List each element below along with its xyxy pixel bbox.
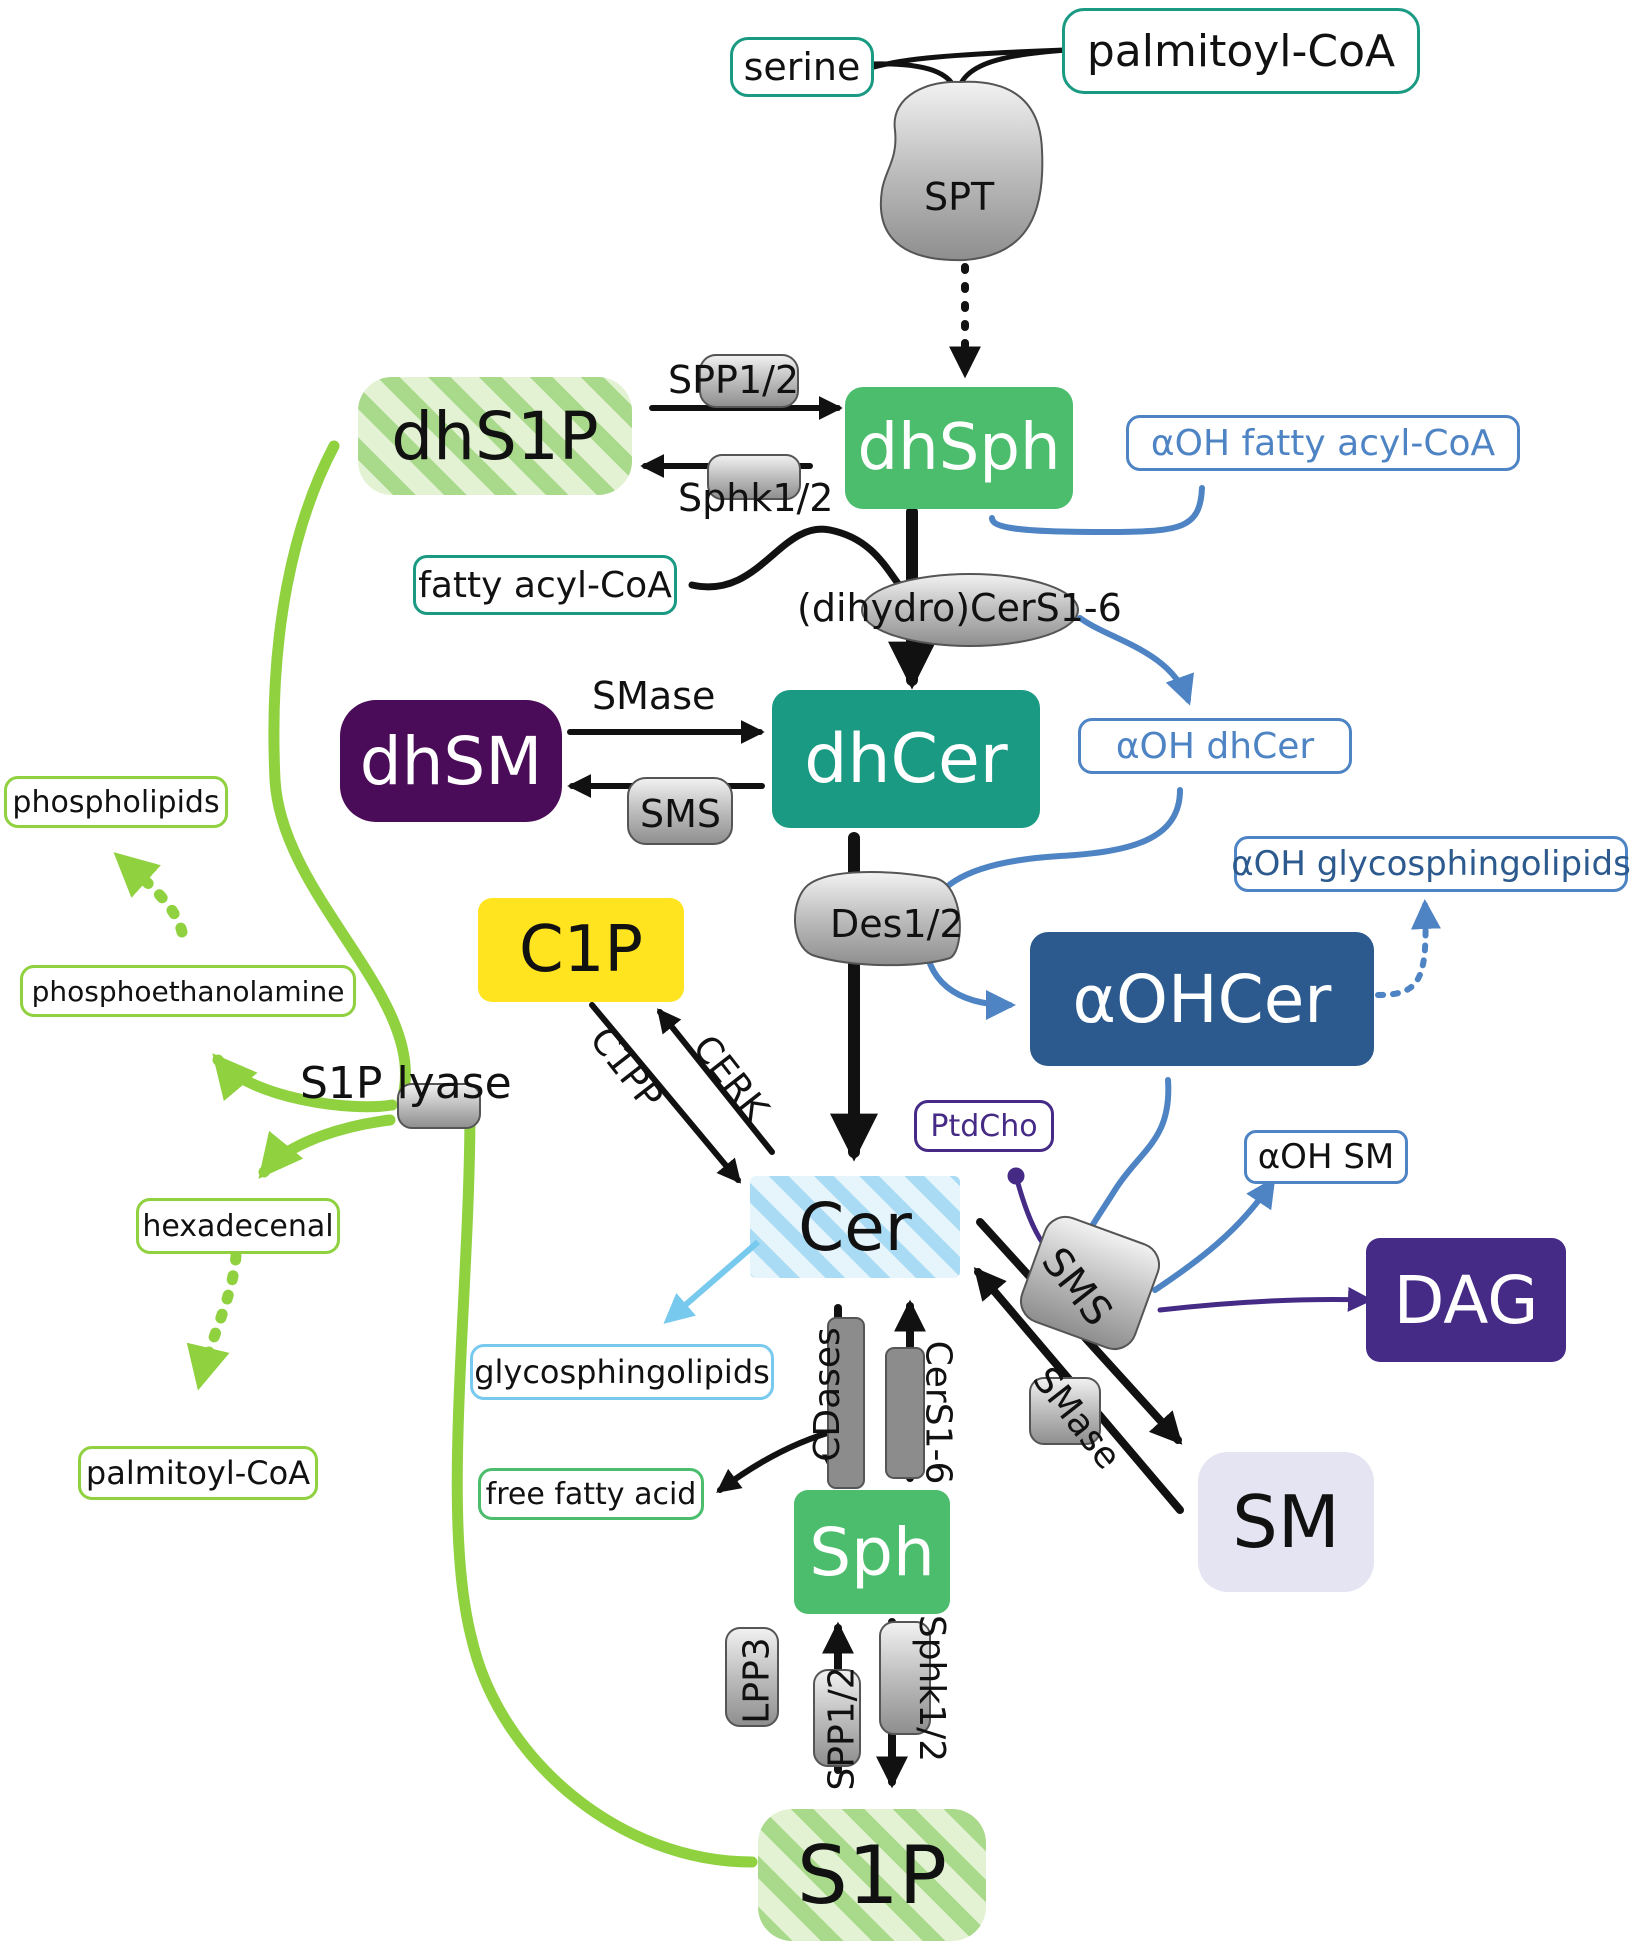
sph-node: Sph: [794, 1490, 950, 1614]
aohcer-node: αOHCer: [1030, 932, 1374, 1066]
dhs1p-stripes: [358, 377, 632, 495]
palmitoyl-coa-top-node: palmitoyl-CoA: [1062, 8, 1420, 94]
s1p-lyase-blob: [397, 1083, 481, 1129]
glycosphingolipids-node: glycosphingolipids: [470, 1344, 774, 1400]
sms-top-label: SMS: [640, 792, 722, 836]
dhsph-node: dhSph: [845, 387, 1073, 509]
palmitoyl-coa-bottom-node: palmitoyl-CoA: [78, 1446, 318, 1500]
dhcer-node: dhCer: [772, 690, 1040, 828]
dihydro-cers-label: (dihydro)CerS1-6: [797, 586, 1122, 630]
aoh-dhcer-node: αOH dhCer: [1078, 718, 1352, 774]
aoh-sm-node: αOH SM: [1244, 1130, 1408, 1184]
cer-node: Cer: [798, 1188, 912, 1266]
spt-enzyme-label: SPT: [924, 175, 995, 219]
ptdcho-node: PtdCho: [914, 1100, 1054, 1152]
des12-enzyme-label: Des1/2: [830, 902, 964, 946]
cers16-blob: [885, 1347, 925, 1479]
cer-stripes: [750, 1176, 960, 1278]
cers-enzyme-blob: [861, 573, 1079, 647]
sphk-bottom-blob: [879, 1621, 931, 1735]
sphk12-top-label: Sphk1/2: [678, 476, 834, 520]
spp-bottom-blob: [813, 1669, 861, 1767]
aoh-fatty-acyl-coa-node: αOH fatty acyl-CoA: [1126, 415, 1520, 471]
lpp3-enzyme-label: LPP3: [736, 1637, 778, 1724]
dhs1p-node: dhS1P: [391, 397, 599, 475]
smase-right-blob: [1029, 1377, 1101, 1445]
spp12-top-label: SPP1/2: [668, 358, 800, 402]
fatty-acyl-coa-node: fatty acyl-CoA: [413, 555, 677, 615]
sms-right-blob: [1020, 1215, 1160, 1351]
cdases-enzyme-label: CDases: [806, 1327, 848, 1462]
smase-top-label: SMase: [592, 674, 716, 718]
des-enzyme-blob: [794, 871, 961, 967]
s1p-stripes: [758, 1809, 986, 1941]
free-fatty-acid-node: free fatty acid: [478, 1468, 704, 1520]
phospholipids-node: phospholipids: [4, 776, 228, 828]
s1p-lyase-label: S1P lyase: [300, 1058, 512, 1109]
c1p-node: C1P: [478, 898, 684, 1002]
s1p-node: S1P: [797, 1828, 947, 1922]
cers16-enzyme-label: CerS1-6: [917, 1340, 959, 1485]
sphk-top-blob: [707, 454, 801, 500]
aoh-glycosphingolipids-node: αOH glycosphingolipids: [1231, 836, 1631, 892]
spt-enzyme-blob: [879, 80, 1044, 262]
spp12-bottom-enzyme-label: SPP1/2: [821, 1666, 863, 1791]
serine-node: serine: [730, 37, 874, 97]
phosphoethanolamine-node: phosphoethanolamine: [20, 965, 356, 1017]
dag-node: DAG: [1366, 1238, 1566, 1362]
cdases-blob: [827, 1317, 865, 1489]
spp-top-blob: [699, 354, 799, 408]
sms-top-blob: [627, 777, 733, 845]
dhsm-node: dhSM: [340, 700, 562, 822]
sm-node: SM: [1198, 1452, 1374, 1592]
hexadecenal-node: hexadecenal: [136, 1198, 340, 1254]
lpp3-blob: [725, 1627, 779, 1727]
sphk12-bottom-enzyme-label: Sphk1/2: [911, 1614, 953, 1763]
